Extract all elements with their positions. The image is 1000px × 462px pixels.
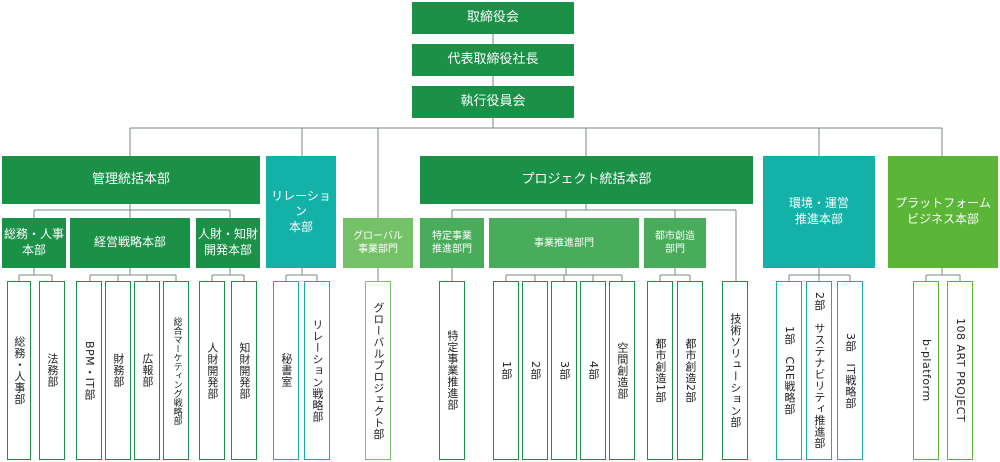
env-hq-box: 環境・運営 推進本部 <box>763 156 875 268</box>
dept-3: 3部 <box>551 281 577 460</box>
dept-label: 108 ART PROJECT <box>953 318 967 423</box>
dept-label: 秘書室 <box>279 353 293 388</box>
dept-1: 1部 <box>493 281 519 460</box>
dept-label: 都市創造1部 <box>653 338 667 403</box>
dept-bpm-it: BPM・IT部 <box>76 281 102 460</box>
dept-global-project: グローバルプロジェクト部 <box>365 281 391 460</box>
dept-ip-dev: 知財開発部 <box>231 281 257 460</box>
board-label: 取締役会 <box>466 9 519 25</box>
ceo-label: 代表取締役社長 <box>447 51 539 67</box>
dept-label: 知財開発部 <box>237 341 251 400</box>
project-hq-label: プロジェクト統括本部 <box>521 171 652 187</box>
dept-label: 財務部 <box>111 353 125 388</box>
dept-label: 1部 <box>499 361 513 380</box>
dept-label: 広報部 <box>140 353 154 388</box>
relations-hq-box: リレーション 本部 <box>266 156 336 268</box>
project-hq-box: プロジェクト統括本部 <box>420 156 753 204</box>
dept-urban-1: 都市創造1部 <box>647 281 673 460</box>
hr-ip-division-label: 人財・知財 開発本部 <box>197 227 258 257</box>
dept-label: BPM・IT部 <box>82 340 96 401</box>
dept-legal: 法務部 <box>39 281 65 460</box>
dept-108-art-project: 108 ART PROJECT <box>947 281 973 460</box>
dept-label: 技術ソリューション部 <box>728 313 742 428</box>
urban-division-box: 都市創造 部門 <box>644 218 706 268</box>
special-division-box: 特定事業 推進部門 <box>420 218 484 268</box>
env-hq-label: 環境・運営 推進本部 <box>788 196 849 226</box>
dept-label: 人財開発部 <box>205 341 219 400</box>
platform-hq-box: プラットフォーム ビジネス本部 <box>888 156 998 268</box>
dept-label: リレーション戦略部 <box>310 318 324 423</box>
strategy-division-box: 経営戦略本部 <box>70 218 190 268</box>
dept-label: 2部 サステナビリティ推進部 <box>812 292 826 449</box>
dept-4: 4部 <box>580 281 606 460</box>
dept-finance: 財務部 <box>105 281 131 460</box>
dept-hr-dev: 人財開発部 <box>199 281 225 460</box>
dept-label: グローバルプロジェクト部 <box>371 301 385 440</box>
dept-label: 都市創造2部 <box>683 338 697 403</box>
dept-label: 空間創造部 <box>615 341 629 400</box>
exec-board-label: 執行役員会 <box>460 93 526 109</box>
dept-2: 2部 <box>522 281 548 460</box>
dept-secretary: 秘書室 <box>273 281 299 460</box>
dept-urban-2: 都市創造2部 <box>677 281 703 460</box>
dept-b-platform: b-platform <box>913 281 939 460</box>
dept-label: b-platform <box>919 339 933 402</box>
dept-it-strategy: 3部 IT戦略部 <box>837 281 863 460</box>
relations-hq-label: リレーション 本部 <box>271 188 331 234</box>
dept-relation-strategy: リレーション戦略部 <box>304 281 330 460</box>
dept-general-hr: 総務・人事部 <box>7 281 31 460</box>
dept-marketing: 総合マーケティング戦略部 <box>163 281 189 460</box>
ceo-box: 代表取締役社長 <box>412 44 574 76</box>
dept-label: 2部 <box>528 361 542 380</box>
dept-label: 1部 CRE戦略部 <box>782 326 796 415</box>
dept-label: 総務・人事部 <box>12 336 26 405</box>
dept-label: 3部 <box>557 361 571 380</box>
dept-label: 4部 <box>586 361 600 380</box>
dept-tech-solution: 技術ソリューション部 <box>722 281 748 460</box>
dept-label: 法務部 <box>45 353 59 388</box>
dept-label: 特定事業推進部 <box>445 330 459 411</box>
exec-board-box: 執行役員会 <box>412 86 574 118</box>
dept-cre-strategy: 1部 CRE戦略部 <box>776 281 802 460</box>
promotion-division-label: 事業推進部門 <box>534 237 594 249</box>
urban-division-label: 都市創造 部門 <box>655 231 695 255</box>
global-division-box: グローバル 事業部門 <box>343 218 413 268</box>
general-hr-division-box: 総務・人事 本部 <box>2 218 66 268</box>
dept-space: 空間創造部 <box>609 281 635 460</box>
dept-label: 総合マーケティング戦略部 <box>171 316 182 425</box>
management-hq-label: 管理統括本部 <box>91 171 170 187</box>
strategy-division-label: 経営戦略本部 <box>93 235 166 250</box>
platform-hq-label: プラットフォーム ビジネス本部 <box>895 196 991 226</box>
promotion-division-box: 事業推進部門 <box>489 218 639 268</box>
dept-sustainability: 2部 サステナビリティ推進部 <box>806 281 832 460</box>
dept-label: 3部 IT戦略部 <box>843 332 857 409</box>
board-box: 取締役会 <box>412 2 574 34</box>
general-hr-division-label: 総務・人事 本部 <box>3 227 64 257</box>
special-division-label: 特定事業 推進部門 <box>432 231 472 255</box>
global-division-label: グローバル 事業部門 <box>353 231 403 255</box>
dept-special-promo: 特定事業推進部 <box>439 281 465 460</box>
dept-pr: 広報部 <box>134 281 160 460</box>
management-hq-box: 管理統括本部 <box>2 156 260 204</box>
hr-ip-division-box: 人財・知財 開発本部 <box>196 218 260 268</box>
